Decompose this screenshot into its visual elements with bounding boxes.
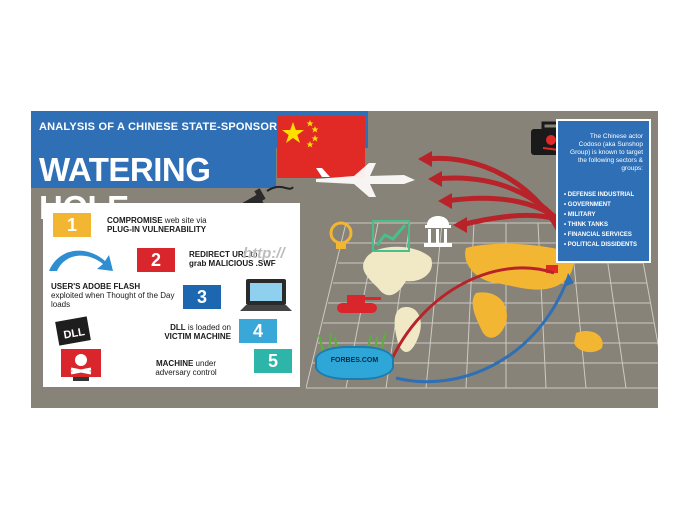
step-2-bold: REDIRECT URL [189, 250, 249, 259]
china-marker-icon [546, 265, 558, 273]
laptop-icon [240, 279, 292, 311]
target-item: DEFENSE INDUSTRIAL [564, 190, 637, 200]
target-item: GOVERNMENT [564, 200, 637, 210]
steps-panel: 1 COMPROMISE web site via PLUG-IN VULNER… [43, 203, 300, 387]
target-item: THINK TANKS [564, 220, 637, 230]
step-5-text: MACHINE under adversary control [131, 359, 241, 377]
step-3: USER'S ADOBE FLASH exploited when Though… [43, 277, 300, 311]
fighter-jet-icon [316, 163, 415, 197]
infographic-frame: ANALYSIS OF A CHINESE STATE-SPONSORED WA… [31, 111, 658, 408]
tank-icon [337, 295, 381, 313]
step-5-post: adversary control [155, 368, 217, 377]
china-flag-icon [277, 116, 365, 178]
infected-monitor-icon [61, 349, 101, 381]
step-5: MACHINE under adversary control 5 [43, 349, 300, 385]
step-3-bold: USER'S ADOBE FLASH [51, 282, 141, 291]
step-2-bold2: grab MALICIOUS .SWF [189, 259, 276, 268]
step-1: 1 COMPROMISE web site via PLUG-IN VULNER… [43, 207, 300, 241]
step-4-bold2: VICTIM MACHINE [164, 332, 231, 341]
step-1-bold: COMPROMISE [107, 216, 163, 225]
step-2: 2 REDIRECT URL to grab MALICIOUS .SWF ht… [43, 243, 300, 277]
watering-hole-pool: FORBES.COM [315, 346, 394, 380]
step-4-mid: is loaded on [185, 323, 231, 332]
target-info-box: The Chinese actor Codoso (aka Sunshop Gr… [556, 119, 651, 263]
africa-shape [472, 292, 507, 338]
step-4-text: DLL is loaded on VICTIM MACHINE [121, 323, 231, 341]
step-5-number: 5 [254, 349, 292, 373]
target-item: POLITICAL DISSIDENTS [564, 240, 637, 250]
step-2-mid: to [248, 250, 258, 259]
australia-shape [574, 330, 603, 353]
step-3-number: 3 [183, 285, 221, 309]
header-subtitle: ANALYSIS OF A CHINESE STATE-SPONSORED [39, 121, 293, 133]
pool-label: FORBES.COM [330, 357, 379, 364]
step-4-bold: DLL [170, 323, 186, 332]
step-5-bold: MACHINE [155, 359, 194, 368]
step-4: DLL DLL is loaded on VICTIM MACHINE 4 [43, 315, 300, 349]
government-building-icon [424, 216, 452, 247]
target-item: MILITARY [564, 210, 637, 220]
step-3-post: exploited when Thought of the Day loads [51, 291, 175, 309]
target-list: DEFENSE INDUSTRIAL GOVERNMENT MILITARY T… [564, 190, 637, 250]
dll-label: DLL [63, 326, 86, 342]
finance-chart-icon [372, 220, 410, 252]
step-1-number: 1 [53, 213, 91, 237]
step-1-text: COMPROMISE web site via PLUG-IN VULNERAB… [107, 216, 257, 234]
step-1-mid: web site via [162, 216, 207, 225]
step-3-text: USER'S ADOBE FLASH exploited when Though… [51, 282, 181, 309]
step-2-number: 2 [137, 248, 175, 272]
step-4-number: 4 [239, 319, 277, 343]
dll-file-icon: DLL [55, 316, 91, 346]
step-1-bold2: PLUG-IN VULNERABILITY [107, 225, 207, 234]
lightbulb-icon [329, 221, 353, 249]
step-5-mid: under [193, 359, 217, 368]
step-2-text: REDIRECT URL to grab MALICIOUS .SWF [189, 250, 299, 268]
http-icon: http:// [243, 245, 285, 262]
redirect-arrow-icon [49, 250, 113, 271]
info-intro: The Chinese actor Codoso (aka Sunshop Gr… [570, 133, 643, 172]
north-america-shape [363, 246, 432, 296]
target-item: FINANCIAL SERVICES [564, 230, 637, 240]
